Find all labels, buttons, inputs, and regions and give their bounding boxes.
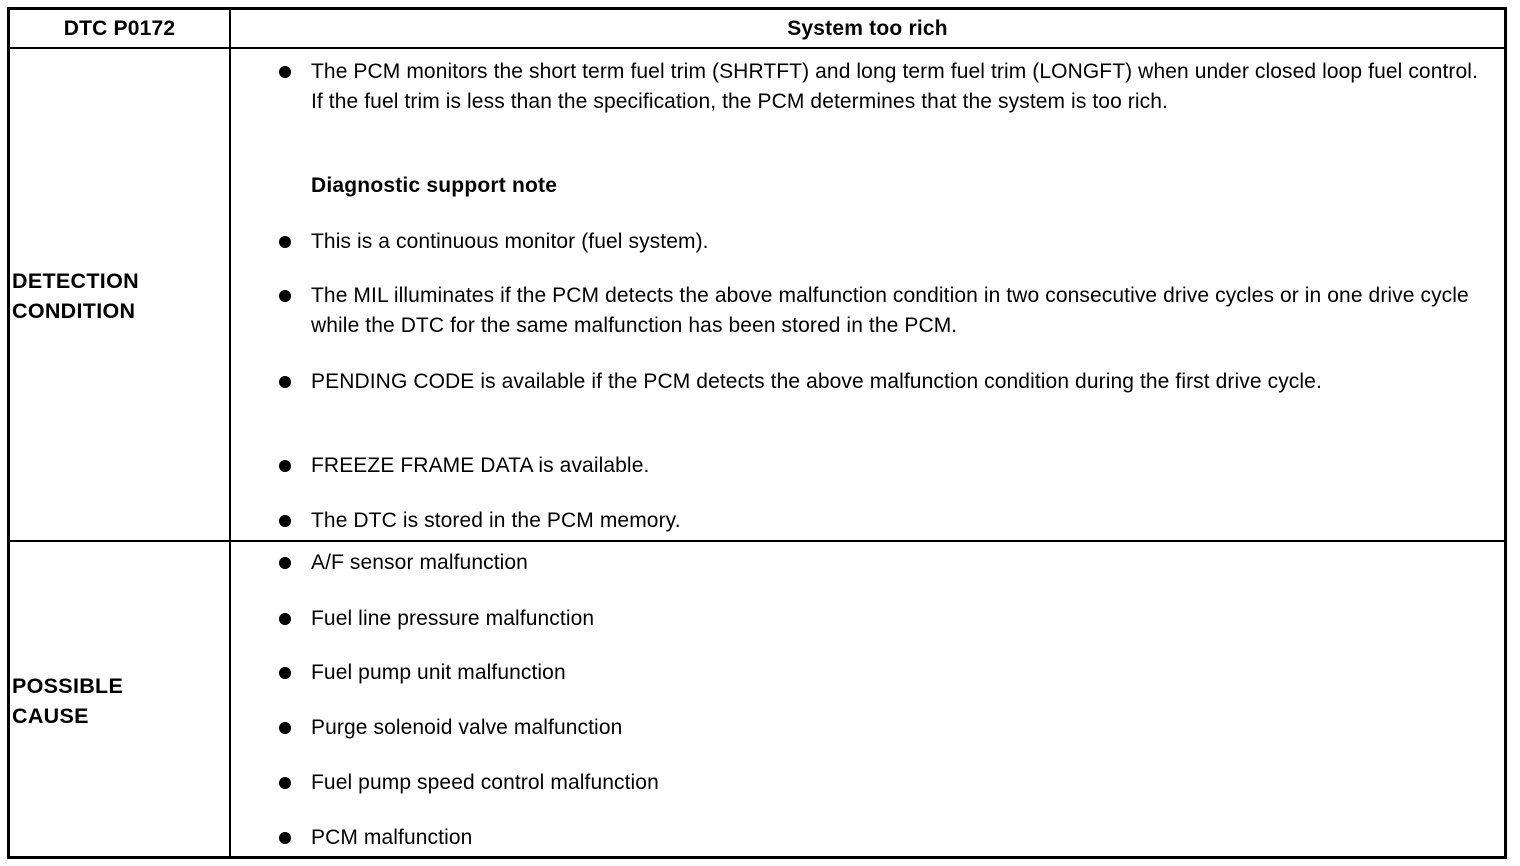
bullet-icon [279, 722, 291, 734]
bullet-icon [279, 832, 291, 844]
bullet-icon [279, 515, 291, 527]
item-text: PCM malfunction [311, 826, 473, 849]
bullet-icon [279, 236, 291, 248]
row-divider [7, 540, 1507, 542]
list-item: The PCM monitors the short term fuel tri… [279, 57, 1479, 117]
list-item: Purge solenoid valve malfunction [279, 713, 1479, 743]
list-item: Fuel pump speed control malfunction [279, 768, 1479, 798]
item-text: Purge solenoid valve malfunction [311, 716, 623, 739]
list-item: PCM malfunction [279, 823, 1479, 853]
item-text: This is a continuous monitor (fuel syste… [311, 230, 709, 253]
item-text: The PCM monitors the short term fuel tri… [311, 60, 1478, 113]
list-item: This is a continuous monitor (fuel syste… [279, 227, 1479, 257]
bullet-icon [279, 557, 291, 569]
detection-condition-label: DETECTION CONDITION [12, 266, 139, 326]
list-item: A/F sensor malfunction [279, 548, 1479, 578]
dtc-title-header: System too rich [787, 16, 948, 40]
bullet-icon [279, 613, 291, 625]
list-item: Fuel line pressure malfunction [279, 604, 1479, 634]
item-text: Fuel line pressure malfunction [311, 607, 595, 630]
column-divider [229, 7, 231, 859]
bullet-icon [279, 667, 291, 679]
possible-cause-label: POSSIBLE CAUSE [12, 671, 123, 731]
list-item: PENDING CODE is available if the PCM det… [279, 367, 1479, 397]
label-line: POSSIBLE [12, 674, 124, 698]
item-text: The MIL illuminates if the PCM detects t… [311, 284, 1469, 337]
bullet-icon [279, 460, 291, 472]
list-item: Fuel pump unit malfunction [279, 658, 1479, 688]
list-item: FREEZE FRAME DATA is available. [279, 451, 1479, 481]
bullet-icon [279, 290, 291, 302]
label-line: CAUSE [12, 704, 89, 728]
diagnostic-support-note-heading: Diagnostic support note [311, 174, 558, 197]
list-item: The DTC is stored in the PCM memory. [279, 506, 1479, 536]
label-line: CONDITION [12, 299, 136, 323]
dtc-table [7, 7, 1507, 859]
bullet-icon [279, 777, 291, 789]
bullet-icon [279, 376, 291, 388]
item-text: FREEZE FRAME DATA is available. [311, 454, 650, 477]
header-divider [7, 47, 1507, 49]
item-text: Fuel pump unit malfunction [311, 661, 566, 684]
item-text: Fuel pump speed control malfunction [311, 771, 659, 794]
bullet-icon [279, 66, 291, 78]
item-text: The DTC is stored in the PCM memory. [311, 509, 681, 532]
item-text: A/F sensor malfunction [311, 551, 528, 574]
label-line: DETECTION [12, 269, 139, 293]
dtc-code-header: DTC P0172 [63, 16, 176, 40]
list-item: The MIL illuminates if the PCM detects t… [279, 281, 1479, 341]
item-text: PENDING CODE is available if the PCM det… [311, 370, 1322, 393]
